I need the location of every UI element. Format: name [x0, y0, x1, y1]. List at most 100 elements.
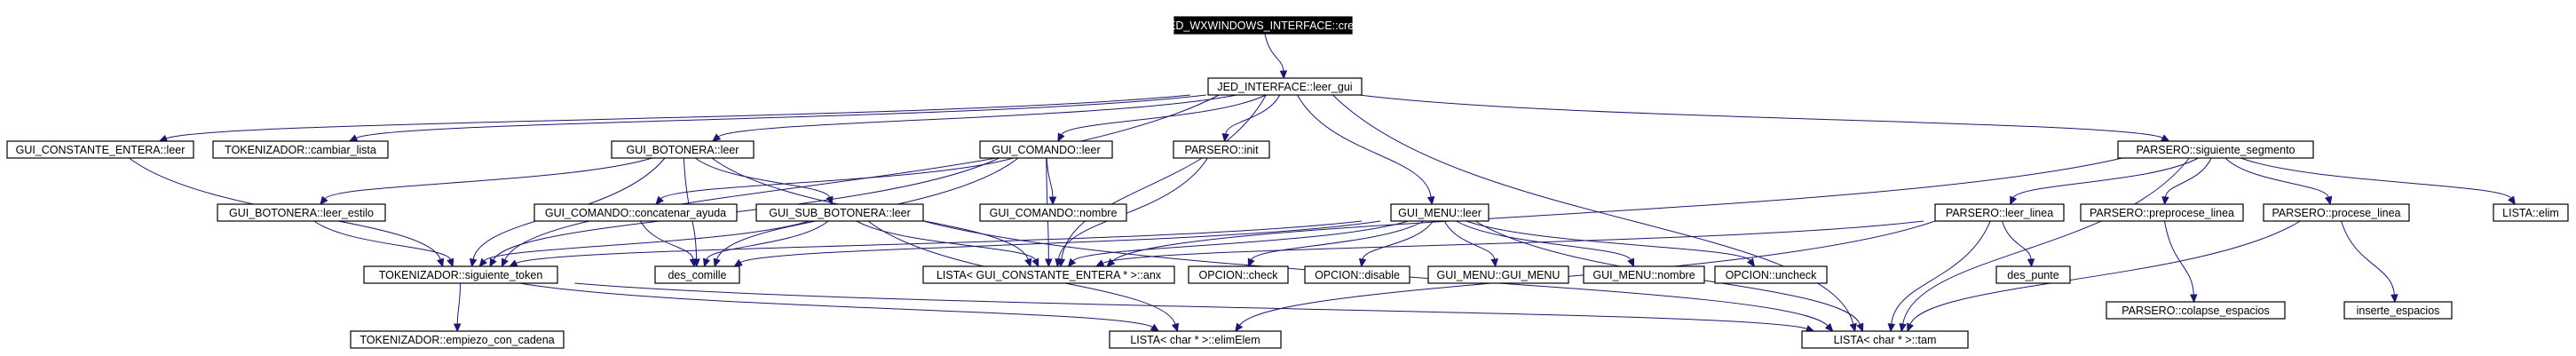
edge-gui-menu-to-opc-check: [1247, 220, 1425, 268]
edge-line: [1264, 33, 1284, 72]
node-label: PARSERO::procese_linea: [2272, 207, 2401, 219]
edge-parsero-sig-to-parsero-proc: [2224, 157, 2333, 206]
arrowhead-icon: [702, 257, 711, 268]
arrowhead-icon: [1824, 322, 1834, 332]
edge-gui-comando-to-gui-com-concat: [655, 157, 1014, 205]
edge-gui-botonera-to-gui-bot-estilo: [320, 157, 652, 205]
node-parsero-leer-linea[interactable]: PARSERO::leer_linea: [1934, 203, 2065, 222]
edge-line: [1902, 157, 2190, 325]
edge-line: [660, 157, 1014, 200]
edge-line: [856, 220, 1036, 261]
edge-line: [1359, 94, 2163, 138]
node-gui-constante[interactable]: GUI_CONSTANTE_ENTERA::leer: [6, 140, 194, 159]
node-parsero-sig[interactable]: PARSERO::siguiente_segmento: [2117, 140, 2314, 159]
node-gui-menu[interactable]: GUI_MENU::leer: [1390, 203, 1489, 222]
node-gui-bot-estilo[interactable]: GUI_BOTONERA::leer_estilo: [217, 203, 386, 222]
edge-line: [1251, 220, 1425, 260]
node-inserte-esp[interactable]: inserte_espacios: [2343, 301, 2453, 320]
edge-line: [355, 94, 1206, 138]
arrowhead-icon: [733, 258, 743, 267]
arrowhead-icon: [1899, 322, 1907, 333]
node-label: GUI_SUB_BOTONERA::leer: [769, 207, 911, 219]
edge-parsero-sig-to-parsero-leer-linea: [2010, 157, 2199, 206]
edge-line: [2012, 157, 2199, 199]
node-gui-menu-nombre[interactable]: GUI_MENU::nombre: [1583, 265, 1705, 284]
edge-parsero-leer-linea-to-des-punte: [2002, 220, 2035, 268]
arrowhead-icon: [1024, 257, 1032, 268]
edge-line: [483, 220, 810, 262]
edge-gui-bot-estilo-to-tok-sig: [313, 220, 454, 268]
edge-jed-leer-gui-to-tok-cambiar: [348, 94, 1206, 142]
node-lista-anx[interactable]: LISTA< GUI_CONSTANTE_ENTERA * >::anx: [922, 265, 1175, 284]
node-box: [350, 330, 565, 349]
node-label: PARSERO::leer_linea: [1946, 207, 2053, 219]
node-jed-leer-gui[interactable]: JED_INTERFACE::leer_gui: [1207, 77, 1363, 96]
node-parsero-proc[interactable]: PARSERO::procese_linea: [2263, 203, 2410, 222]
node-label: JED_INTERFACE::leer_gui: [1217, 81, 1352, 93]
node-lista-elim[interactable]: LISTA::elim: [2493, 203, 2569, 222]
edge-tok-sig-to-lista-tam: [574, 282, 1815, 333]
node-gui-botonera[interactable]: GUI_BOTONERA::leer: [611, 140, 755, 159]
edge-jed-leer-gui-to-parsero-sig: [1359, 94, 2170, 142]
node-des-punte[interactable]: des_punte: [1995, 265, 2071, 284]
edge-gui-sub-bot-to-tok-sig: [478, 220, 810, 267]
node-opc-disable[interactable]: OPCION::disable: [1304, 265, 1410, 284]
node-parsero-colapse[interactable]: PARSERO::colapse_espacios: [2106, 301, 2286, 320]
arrowhead-icon: [1235, 322, 1244, 333]
arrowhead-icon: [446, 257, 454, 268]
node-label: inserte_espacios: [2357, 305, 2440, 317]
node-box: [2343, 301, 2453, 320]
node-gui-com-concat[interactable]: GUI_COMANDO::concatenar_ayuda: [533, 203, 738, 222]
edge-parsero-sig-to-lista-elim: [2240, 157, 2516, 206]
edge-line: [165, 94, 1190, 139]
arrowhead-icon: [711, 133, 722, 142]
node-box: [2117, 140, 2314, 159]
node-box: [654, 265, 740, 284]
node-box: [212, 140, 389, 159]
arrowhead-icon: [1490, 258, 1498, 268]
edge-line: [2224, 157, 2329, 198]
node-box: [1714, 265, 1828, 284]
node-opc-check[interactable]: OPCION::check: [1188, 265, 1289, 284]
edge-parsero-sig-to-parsero-preproc: [2161, 157, 2212, 206]
node-gui-menu-gui[interactable]: GUI_MENU::GUI_MENU: [1427, 265, 1569, 284]
node-parsero-preproc[interactable]: PARSERO::preprocese_linea: [2080, 203, 2244, 222]
node-box: [1390, 203, 1489, 222]
edge-jed-leer-gui-to-gui-botonera: [711, 94, 1237, 142]
node-des-comille[interactable]: des_comille: [654, 265, 740, 284]
arrowhead-icon: [2010, 195, 2018, 206]
node-label: des_comille: [668, 269, 726, 281]
node-parsero-init[interactable]: PARSERO::init: [1173, 140, 1270, 159]
node-tok-sig[interactable]: TOKENIZADOR::siguiente_token: [363, 265, 558, 284]
node-label: TOKENIZADOR::siguiente_token: [379, 269, 543, 281]
node-jed-wx[interactable]: JED_WXWINDOWS_INTERFACE::crear: [1163, 16, 1363, 35]
node-opc-uncheck[interactable]: OPCION::uncheck: [1714, 265, 1828, 284]
node-tok-cambiar[interactable]: TOKENIZADOR::cambiar_lista: [212, 140, 389, 159]
edge-gui-menu-to-gui-menu-nombre: [1456, 220, 1635, 268]
node-gui-sub-bot[interactable]: GUI_SUB_BOTONERA::leer: [755, 203, 924, 222]
node-tok-empiezo[interactable]: TOKENIZADOR::empiezo_con_cadena: [350, 330, 565, 349]
arrowhead-icon: [2390, 294, 2398, 304]
edge-gui-menu-to-opc-uncheck: [1466, 220, 1756, 268]
arrowhead-icon: [1627, 257, 1635, 268]
node-box: [1934, 203, 2065, 222]
edge-gui-sub-bot-to-des-comille: [702, 220, 829, 268]
edge-jed-leer-gui-to-lista-tam: [1332, 94, 1857, 333]
node-lista-tam[interactable]: LISTA< char * >::tam: [1801, 330, 1969, 349]
node-label: GUI_BOTONERA::leer_estilo: [229, 207, 374, 219]
node-gui-com-nombre[interactable]: GUI_COMANDO::nombre: [979, 203, 1127, 222]
edge-line: [2240, 157, 2512, 199]
node-box: [1173, 140, 1270, 159]
node-box: [1304, 265, 1410, 284]
edge-line: [2341, 220, 2395, 296]
node-lista-elimelem[interactable]: LISTA< char * >::elimElem: [1109, 330, 1282, 349]
arrowhead-icon: [489, 257, 497, 268]
node-label: GUI_COMANDO::nombre: [990, 207, 1118, 219]
arrowhead-icon: [1849, 322, 1857, 333]
edge-jed-leer-gui-to-lista-anx: [1057, 94, 1267, 268]
node-gui-comando[interactable]: GUI_COMANDO::leer: [979, 140, 1113, 159]
arrowhead-icon: [1171, 322, 1180, 333]
arrowhead-icon: [2161, 196, 2169, 206]
node-box: [2106, 301, 2286, 320]
